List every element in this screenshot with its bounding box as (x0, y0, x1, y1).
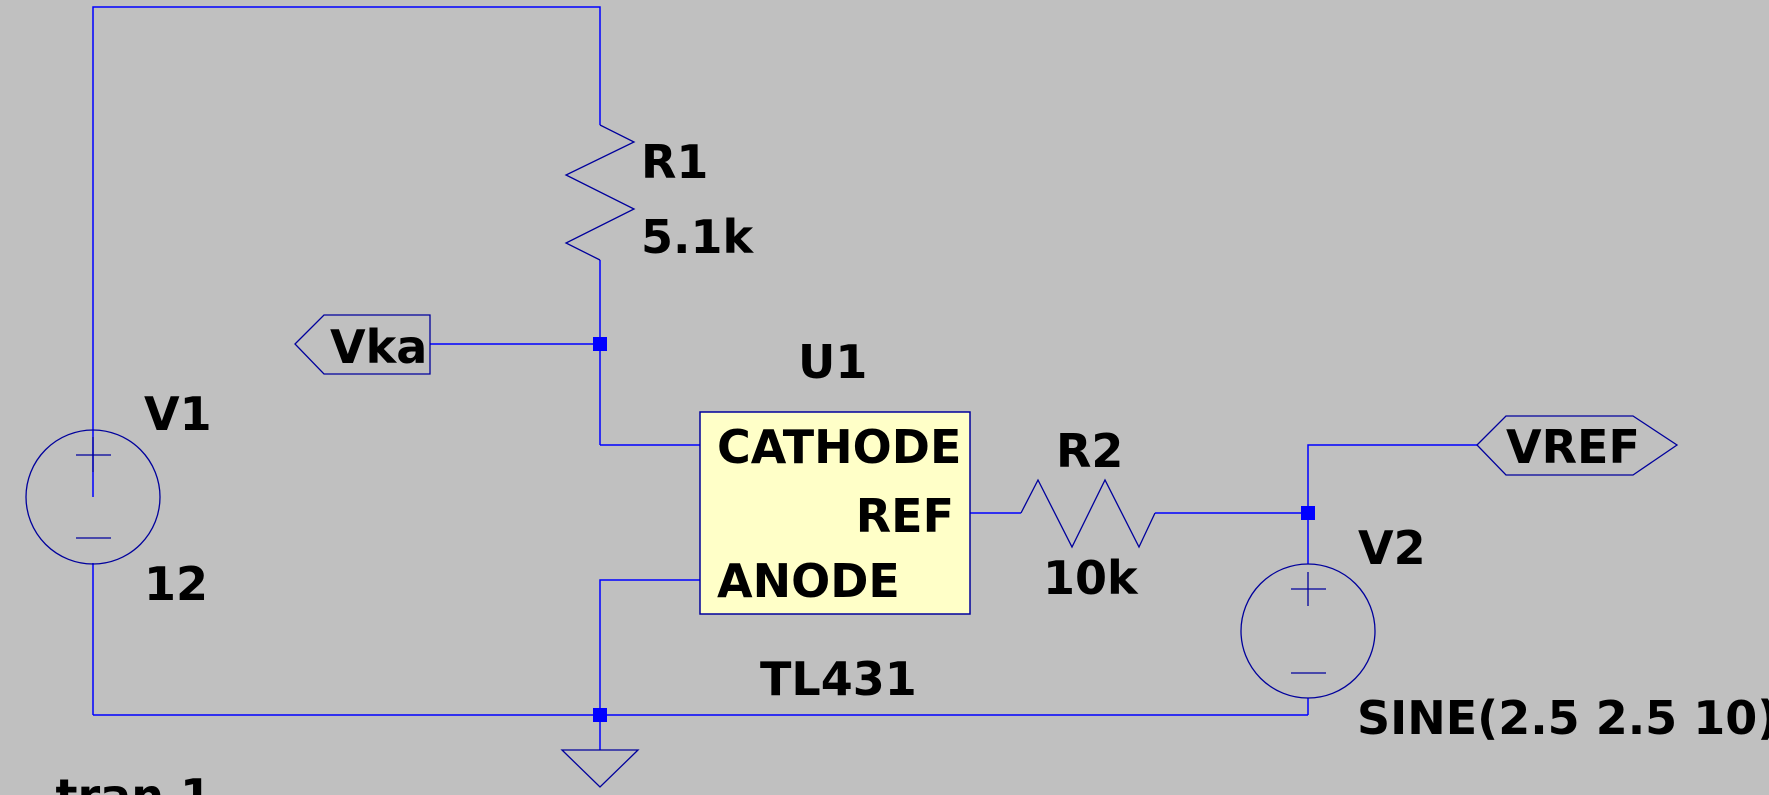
wire-top-loop[interactable] (92, 6, 601, 497)
resistor-r1[interactable] (564, 124, 636, 261)
v1-value[interactable]: 12 (144, 557, 208, 611)
spice-directive[interactable]: .tran 1 (38, 769, 212, 795)
voltage-source-v2[interactable] (1240, 563, 1376, 699)
junction-vka (593, 337, 607, 351)
junction-ground (593, 708, 607, 722)
net-label-vka-flag[interactable] (294, 314, 431, 375)
pin-ref-label: REF (856, 489, 954, 543)
r2-value[interactable]: 10k (1043, 551, 1139, 605)
wires (92, 6, 1477, 750)
r1-name: R1 (641, 135, 708, 189)
wire-anode[interactable] (599, 579, 700, 750)
r1-value[interactable]: 5.1k (641, 210, 754, 264)
v1-name: V1 (144, 387, 212, 441)
pin-anode-label: ANODE (717, 554, 900, 608)
r2-name: R2 (1056, 424, 1123, 478)
vka-label: Vka (330, 320, 427, 374)
ic-u1-body[interactable] (699, 411, 971, 615)
wire-vref[interactable] (1307, 444, 1477, 513)
ground-icon[interactable] (560, 749, 640, 788)
u1-model[interactable]: TL431 (760, 652, 917, 706)
v2-name: V2 (1358, 521, 1426, 575)
u1-name: U1 (798, 335, 867, 389)
net-label-vref-flag[interactable] (1476, 415, 1679, 476)
pin-cathode-label: CATHODE (717, 420, 961, 474)
resistor-r2[interactable] (1020, 478, 1156, 549)
v2-value[interactable]: SINE(2.5 2.5 10) (1357, 691, 1769, 745)
voltage-source-v1[interactable] (25, 429, 161, 565)
vref-label: VREF (1506, 420, 1640, 474)
junction-vref (1301, 506, 1315, 520)
